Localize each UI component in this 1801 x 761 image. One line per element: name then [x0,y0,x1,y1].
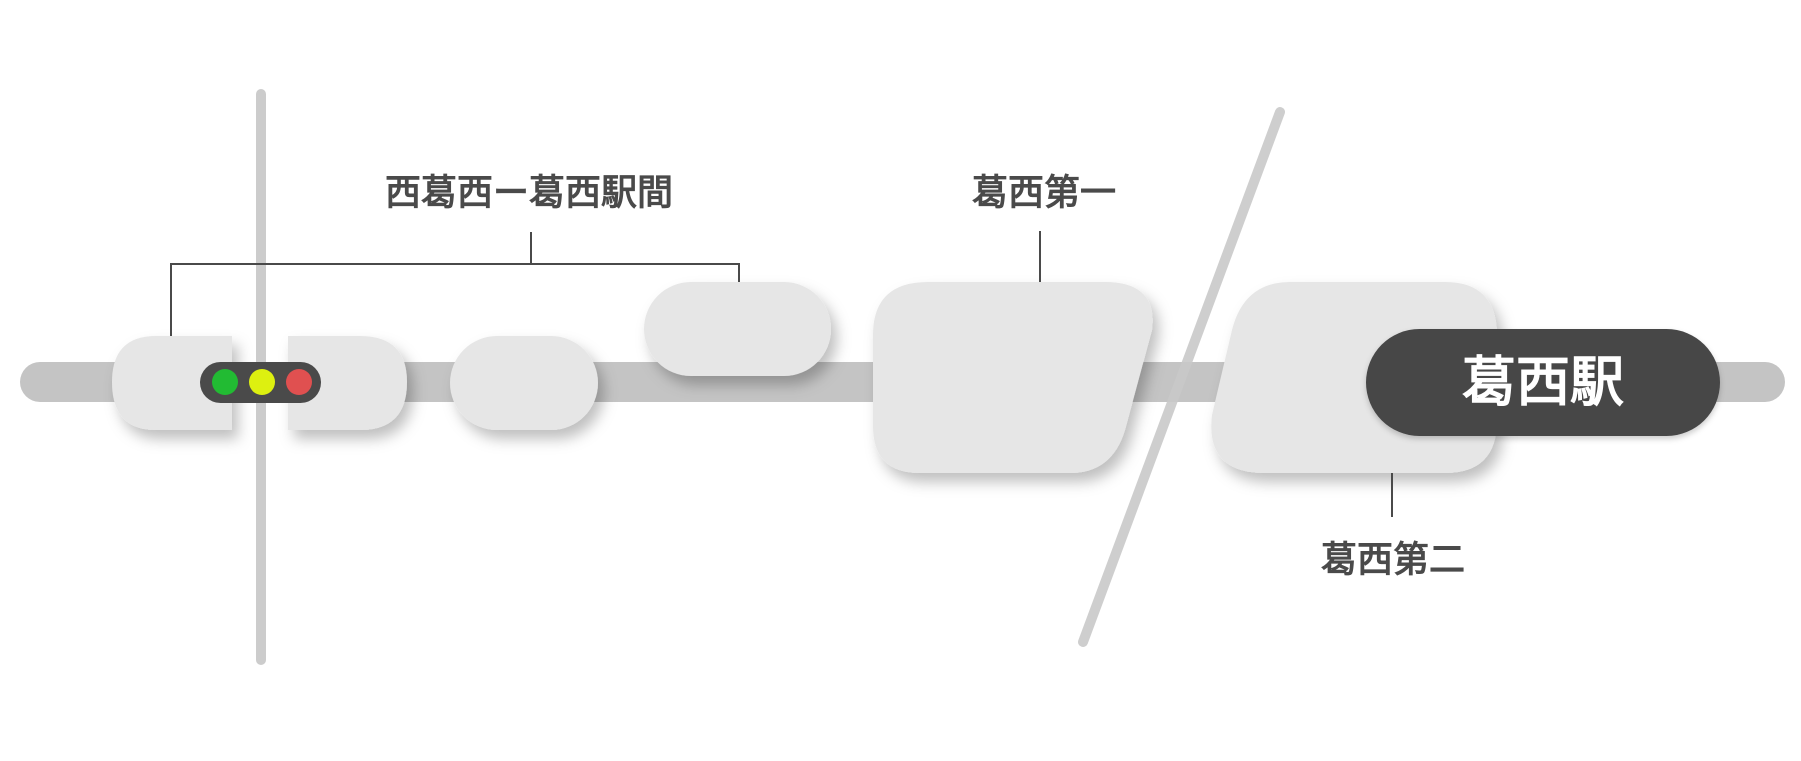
traffic-signal [200,362,321,403]
block-boundary-line [1078,107,1285,647]
track-block-2 [288,336,407,430]
block-2-label: 葛西第二 [1321,540,1465,581]
section-label: 西葛西ー葛西駅間 [385,173,673,214]
block-kasai-daiichi [873,282,1153,473]
track-block-1 [112,336,232,430]
track-block-4 [644,282,831,376]
section-bracket-line [170,232,740,336]
block-1-label: 葛西第一 [972,173,1116,214]
signal-lamp-red [286,369,312,395]
track-block-3 [450,336,598,430]
signal-lamp-green [212,369,238,395]
station-badge-background [1366,329,1720,436]
station-badge [1366,329,1720,436]
signal-lamp-yellow [249,369,275,395]
leader-lines [170,231,1393,517]
station-name: 葛西駅 [1462,351,1624,414]
